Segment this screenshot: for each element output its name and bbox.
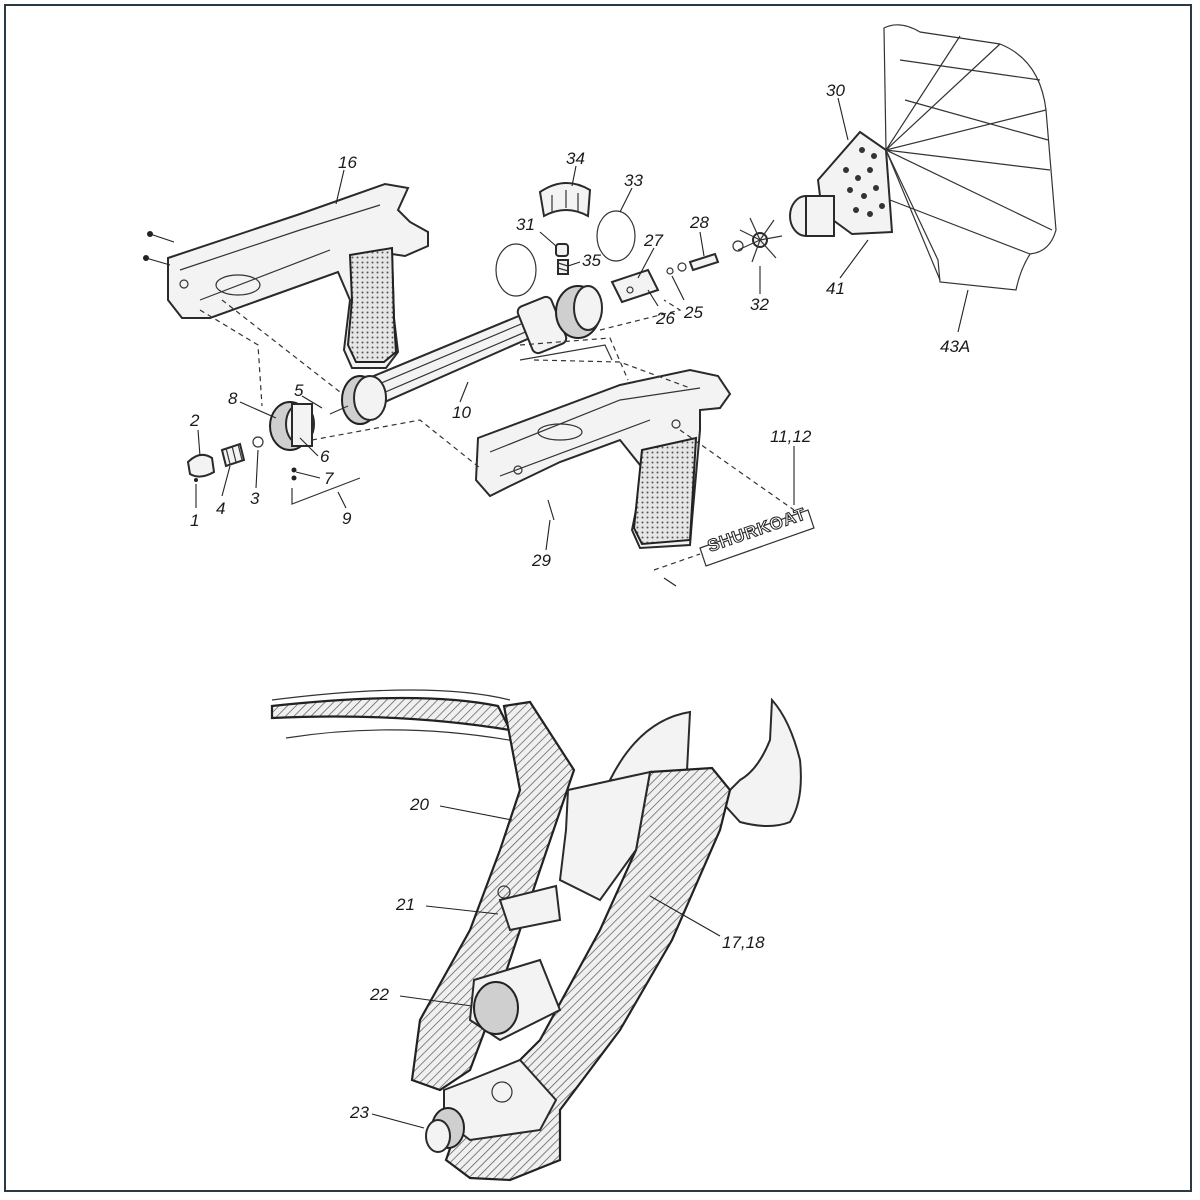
leader-lines-top xyxy=(195,97,969,551)
clamp-part xyxy=(538,182,592,218)
label-41: 41 xyxy=(826,279,845,298)
label-6: 6 xyxy=(320,447,330,466)
spring-part xyxy=(557,259,569,275)
label-31: 31 xyxy=(516,215,535,234)
cap-part xyxy=(555,243,569,257)
label-32: 32 xyxy=(750,295,769,314)
label-11-12: 11,12 xyxy=(770,427,812,446)
bolt-part xyxy=(688,252,720,272)
label-43a: 43A xyxy=(940,337,970,356)
label-35: 35 xyxy=(582,251,601,270)
label-2: 2 xyxy=(189,411,200,430)
label-4: 4 xyxy=(216,499,225,518)
label-28: 28 xyxy=(689,213,709,232)
label-9: 9 xyxy=(342,509,352,528)
label-22: 22 xyxy=(369,985,389,1004)
gasket-rings xyxy=(495,210,636,297)
label-34: 34 xyxy=(566,149,585,168)
barrel-assembly xyxy=(341,285,613,425)
label-23: 23 xyxy=(349,1103,369,1122)
label-25: 25 xyxy=(683,303,703,322)
closeup-handle-section xyxy=(270,689,802,1182)
label-10: 10 xyxy=(452,403,471,422)
housing-half-upper xyxy=(167,182,429,369)
label-17-18: 17,18 xyxy=(722,933,765,952)
switch-part xyxy=(610,268,660,304)
screw-pair-left xyxy=(143,231,175,266)
label-8: 8 xyxy=(228,389,238,408)
label-27: 27 xyxy=(643,231,663,250)
label-7: 7 xyxy=(324,469,334,488)
assembly-guide-lines xyxy=(199,299,795,571)
label-30: 30 xyxy=(826,81,845,100)
heater-nozzle xyxy=(789,130,894,237)
fan-impeller xyxy=(732,217,783,263)
wire-guard xyxy=(883,24,1057,291)
decal-label: SHURKOAT xyxy=(699,504,815,567)
label-20: 20 xyxy=(409,795,429,814)
label-33: 33 xyxy=(624,171,643,190)
label-3: 3 xyxy=(250,489,260,508)
leader-lines-bottom xyxy=(371,805,721,1129)
label-29: 29 xyxy=(531,551,551,570)
label-21: 21 xyxy=(395,895,415,914)
label-26: 26 xyxy=(655,309,675,328)
label-16: 16 xyxy=(338,153,357,172)
label-5: 5 xyxy=(294,381,304,400)
part-labels: 16 34 33 31 35 27 28 30 32 41 43A 26 25 … xyxy=(189,81,970,1122)
housing-half-lower xyxy=(474,368,732,550)
label-1: 1 xyxy=(190,511,199,530)
